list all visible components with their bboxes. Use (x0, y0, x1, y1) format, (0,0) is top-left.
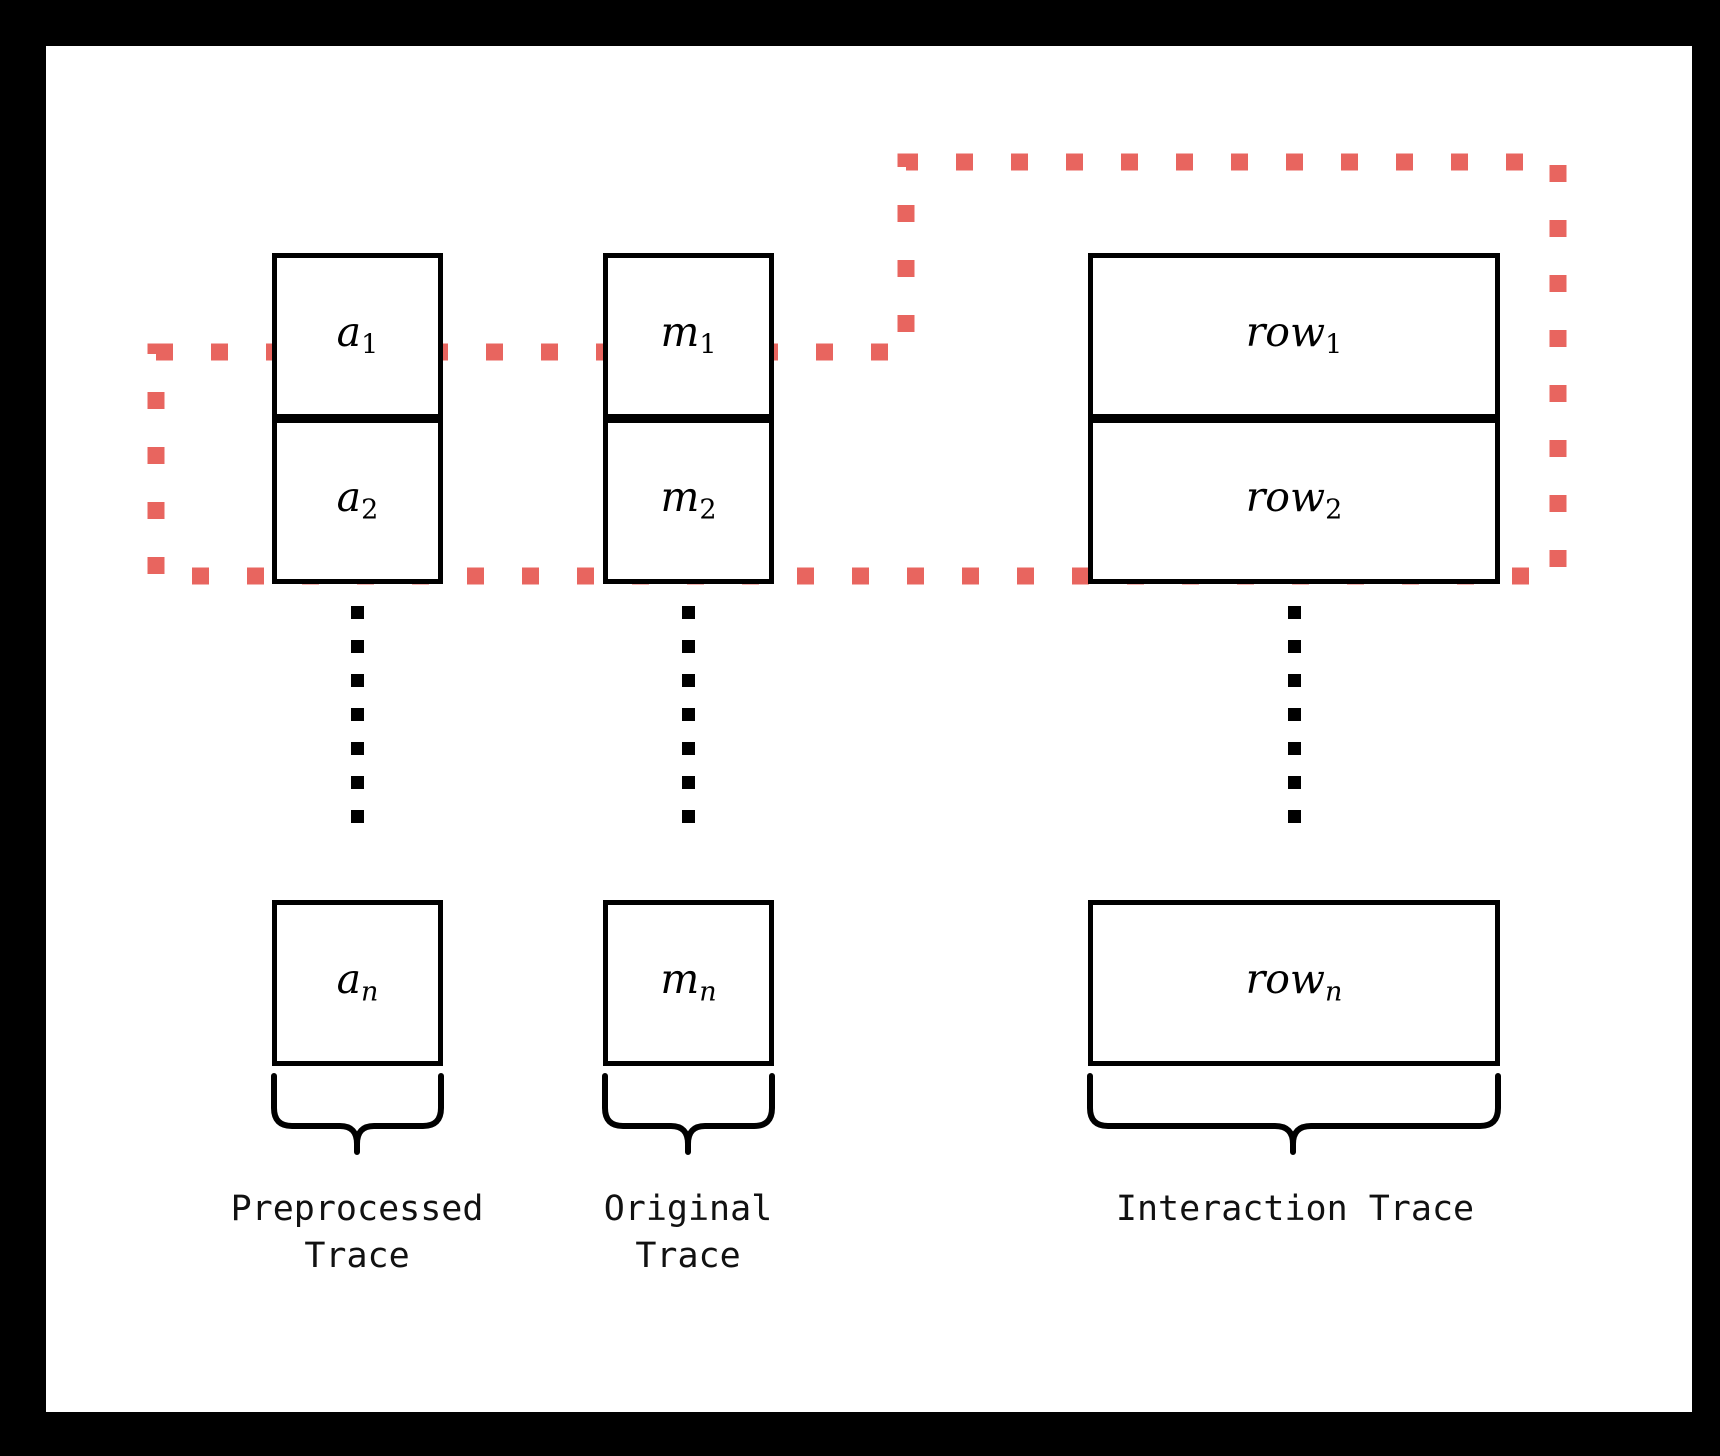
cell-row2-label: row2 (1093, 473, 1495, 526)
brace-original (602, 1073, 775, 1155)
cell-row2-base: row (1245, 473, 1326, 521)
cell-row2: row2 (1088, 418, 1500, 584)
ellipsis-interaction (1288, 606, 1301, 823)
cell-mn-label: mn (608, 955, 769, 1008)
cell-row1-sub: 1 (1325, 329, 1343, 361)
cell-a2-label: a2 (277, 473, 438, 526)
brace-interaction (1087, 1073, 1501, 1155)
cell-a1: a1 (272, 253, 443, 419)
cell-mn-base: m (660, 955, 700, 1003)
cell-m1-sub: 1 (699, 329, 717, 361)
brace-preprocessed (271, 1073, 444, 1155)
group-braces (271, 1073, 1501, 1155)
cell-m1-label: m1 (608, 308, 769, 361)
cell-row2-sub: 2 (1325, 494, 1343, 526)
cell-a1-base: a (336, 308, 362, 356)
cell-mn: mn (603, 900, 774, 1066)
cell-rown-base: row (1245, 955, 1325, 1003)
ellipsis-preprocessed (351, 606, 364, 823)
cell-m2-base: m (660, 473, 700, 521)
cell-m1-base: m (660, 308, 700, 356)
cell-an-sub: n (361, 976, 379, 1008)
cell-an: an (272, 900, 443, 1066)
cell-a2-base: a (336, 473, 362, 521)
ellipsis-original (682, 606, 695, 823)
cell-m2-label: m2 (608, 473, 769, 526)
group-label-original: Original Trace (603, 1189, 773, 1276)
cell-m1: m1 (603, 253, 774, 419)
group-label-preprocessed: Preprocessed Trace (230, 1189, 484, 1276)
cell-a1-sub: 1 (361, 329, 379, 361)
cell-row1-label: row1 (1093, 308, 1495, 361)
cell-rown: rown (1088, 900, 1500, 1066)
cell-an-label: an (277, 955, 438, 1008)
cell-mn-sub: n (699, 976, 717, 1008)
cell-a2: a2 (272, 418, 443, 584)
cell-rown-sub: n (1325, 976, 1343, 1008)
figure-canvas: a1 a2 an m1 (46, 46, 1692, 1412)
cell-rown-label: rown (1093, 955, 1495, 1008)
cell-m2-sub: 2 (699, 494, 717, 526)
cell-m2: m2 (603, 418, 774, 584)
cell-an-base: a (336, 955, 362, 1003)
group-label-interaction: Interaction Trace (1115, 1189, 1475, 1229)
cell-row1-base: row (1245, 308, 1326, 356)
cell-row1: row1 (1088, 253, 1500, 419)
cell-a1-label: a1 (277, 308, 438, 361)
cell-a2-sub: 2 (361, 494, 379, 526)
